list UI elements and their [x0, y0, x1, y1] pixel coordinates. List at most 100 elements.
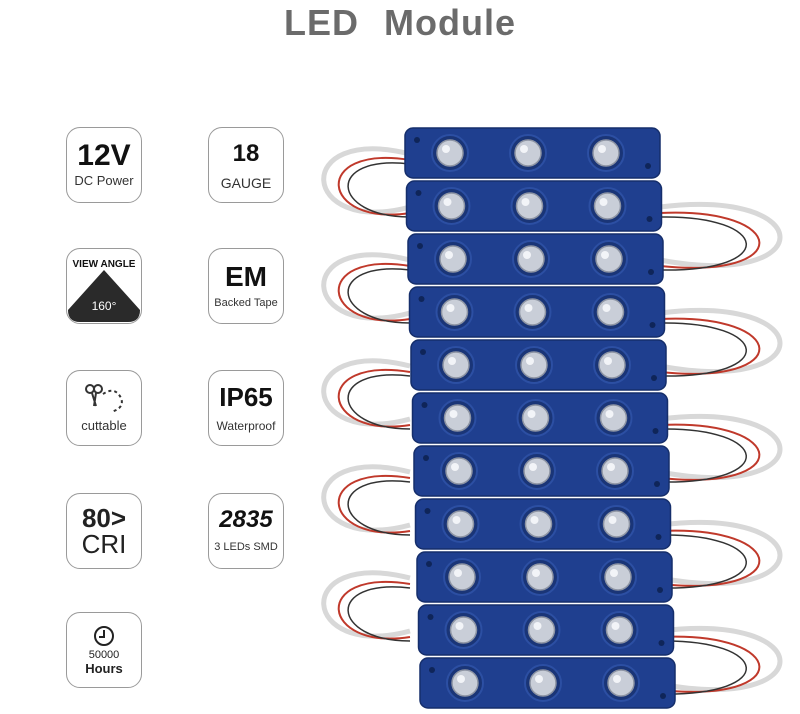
wire-white — [321, 464, 411, 533]
led-lens — [593, 192, 622, 220]
wire-black — [659, 428, 747, 483]
led-highlight — [445, 251, 453, 259]
led-lens — [445, 457, 473, 485]
tape-label: Backed Tape — [214, 297, 278, 309]
led-highlight — [598, 145, 606, 153]
led-lens — [599, 404, 628, 432]
mount-hole — [645, 163, 651, 169]
led-highlight — [599, 198, 608, 206]
led-highlight — [455, 622, 464, 630]
led-lens — [515, 192, 544, 220]
led-lens — [518, 298, 547, 326]
led-highlight — [607, 463, 615, 471]
led-highlight — [523, 251, 531, 259]
led-highlight — [448, 357, 456, 365]
led-lens — [598, 351, 626, 379]
mount-hole — [658, 640, 665, 646]
led-highlight — [457, 675, 465, 683]
led-lens — [520, 351, 548, 379]
wire-black — [347, 162, 411, 218]
wire-black — [659, 216, 747, 271]
mount-hole — [649, 322, 656, 328]
mount-hole — [651, 375, 657, 381]
gauge-label: GAUGE — [220, 175, 272, 191]
led-highlight — [442, 145, 450, 153]
led-modules-image — [321, 127, 783, 709]
led-lens — [443, 404, 472, 432]
power-label: DC Power — [74, 173, 134, 188]
led-highlight — [532, 569, 540, 577]
led-highlight — [526, 357, 534, 365]
led-lens — [605, 616, 634, 644]
hours-label: Hours — [85, 660, 123, 676]
led-highlight — [604, 357, 612, 365]
led-highlight — [443, 198, 452, 206]
ip-value: IP65 — [219, 382, 273, 412]
view-angle-badge: VIEW ANGLE 160° — [66, 248, 142, 324]
view-angle-icon — [68, 270, 140, 322]
led-highlight — [446, 304, 455, 312]
gauge-badge: 18 GAUGE — [208, 127, 284, 203]
led-highlight — [611, 622, 620, 630]
cuttable-badge: cuttable — [66, 370, 142, 446]
cuttable-label: cuttable — [81, 418, 127, 433]
wire-white — [321, 358, 411, 427]
mount-hole — [429, 667, 435, 673]
mount-hole — [646, 216, 653, 222]
tape-value: EM — [225, 261, 267, 292]
led-highlight — [454, 569, 462, 577]
gauge-value: 18 — [232, 140, 260, 167]
led-highlight — [601, 251, 609, 259]
led-lens — [524, 510, 553, 538]
led-highlight — [521, 198, 530, 206]
hours-badge: 50000 Hours — [66, 612, 142, 688]
led-lens — [451, 669, 479, 697]
power-value: 12V — [77, 139, 131, 172]
wire-black — [347, 268, 411, 324]
led-highlight — [520, 145, 528, 153]
led-highlight — [452, 516, 461, 524]
wire-white — [321, 570, 411, 639]
mount-hole — [654, 481, 660, 487]
led-lens — [436, 139, 464, 167]
led-lens — [514, 139, 542, 167]
view-angle-degree: 160° — [91, 299, 117, 313]
led-highlight — [451, 463, 459, 471]
tape-badge: EM Backed Tape — [208, 248, 284, 324]
mount-hole — [423, 455, 429, 461]
led-lens — [527, 616, 556, 644]
led-highlight — [449, 410, 458, 418]
led-lens — [592, 139, 620, 167]
led-lens — [601, 457, 629, 485]
scissors-icon — [85, 384, 123, 413]
led-lens — [526, 563, 554, 591]
mount-hole — [648, 269, 654, 275]
led-highlight — [535, 675, 543, 683]
mount-hole — [655, 534, 662, 540]
led-lens — [437, 192, 466, 220]
led-lens — [604, 563, 632, 591]
power-badge: 12V DC Power — [66, 127, 142, 203]
led-lens — [439, 245, 467, 273]
mount-hole — [420, 349, 426, 355]
led-lens — [602, 510, 631, 538]
cri-value: 80> — [81, 503, 127, 533]
mount-hole — [427, 614, 434, 620]
mount-hole — [414, 137, 420, 143]
smd-value: 2835 — [219, 506, 273, 533]
mount-hole — [421, 402, 428, 408]
mount-hole — [652, 428, 659, 434]
mount-hole — [417, 243, 423, 249]
led-highlight — [533, 622, 542, 630]
led-highlight — [530, 516, 539, 524]
led-highlight — [613, 675, 621, 683]
led-lens — [440, 298, 469, 326]
led-lens — [596, 298, 625, 326]
page-title: LED Module — [284, 2, 516, 43]
led-lens — [521, 404, 550, 432]
led-lens — [595, 245, 623, 273]
led-lens — [607, 669, 635, 697]
wire-white — [321, 252, 411, 321]
wire-black — [659, 322, 747, 377]
led-highlight — [608, 516, 617, 524]
